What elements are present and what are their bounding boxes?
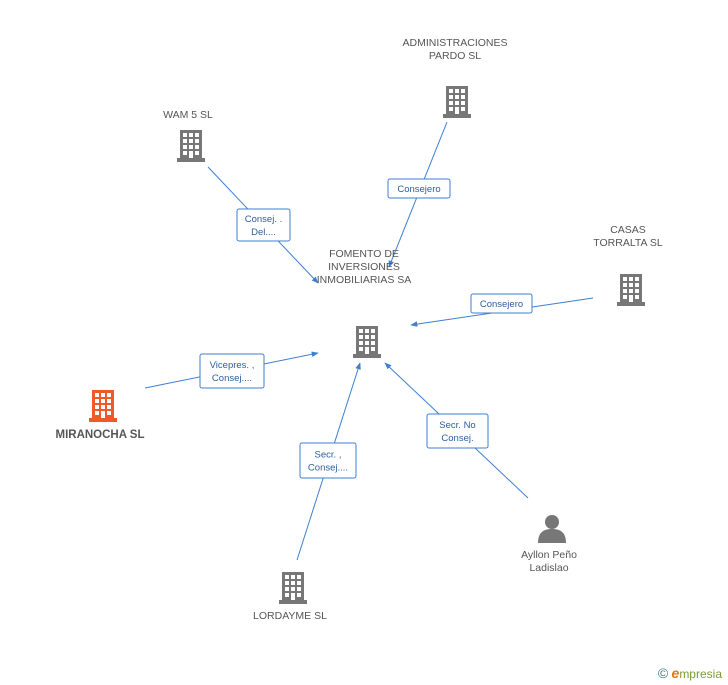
edge-administraciones-fomento: Consejero [387, 121, 451, 268]
edge-ayllon-fomento: Secr. No Consej. [384, 362, 529, 499]
edge-label-text: Secr. , [315, 450, 342, 461]
edge-label-text: Consej.... [212, 373, 252, 384]
edge-label-text: Consej. . [245, 214, 283, 225]
edge-label-box-miranocha-fomento[interactable] [199, 353, 265, 389]
edge-label-box-wam5-fomento[interactable] [236, 208, 291, 242]
edge-label-text: Consejero [480, 299, 523, 310]
brand-footer: © empresia [658, 665, 722, 681]
edge-casas-fomento: Consejero [410, 293, 594, 327]
node-label: MIRANOCHA SL [55, 429, 144, 441]
node-label: ADMINISTRACIONES [402, 37, 507, 49]
building-icon [353, 326, 381, 358]
brand-logo-initial: e [671, 665, 680, 681]
edge-label-box-ayllon-fomento[interactable] [426, 413, 489, 449]
building-icon [177, 130, 205, 162]
node-label: LORDAYME SL [253, 610, 327, 622]
edge-label-text: Del.... [251, 227, 276, 238]
node-lordayme[interactable]: LORDAYME SL [253, 572, 327, 622]
brand-logo-text: mpresia [679, 667, 722, 681]
node-label: FOMENTO DE [329, 248, 399, 260]
node-label: CASAS [610, 224, 646, 236]
edge-lordayme-fomento: Secr. , Consej.... [296, 362, 361, 561]
node-label: Ladislao [529, 562, 568, 574]
building-icon [443, 86, 471, 118]
edge-label-text: Secr. No [439, 420, 475, 431]
edge-label-text: Vicepres. , [210, 360, 255, 371]
edge-label-box-casas-fomento[interactable] [470, 293, 533, 314]
edge-label-box-administraciones-fomento[interactable] [387, 178, 451, 199]
edge-label-box-lordayme-fomento[interactable] [299, 442, 357, 479]
edge-label-text: Consejero [397, 184, 440, 195]
building-icon [89, 390, 117, 422]
node-label: INMOBILIARIAS SA [317, 274, 412, 286]
edge-wam5-fomento: Consej. . Del.... [207, 166, 319, 284]
edge-label-text: Consej.... [308, 463, 348, 474]
node-label: TORRALTA SL [593, 237, 663, 249]
node-miranocha[interactable]: MIRANOCHA SL [55, 390, 145, 441]
node-label: Ayllon Peño [521, 549, 577, 561]
building-icon [279, 572, 307, 604]
edge-label-text: Consej. [441, 433, 473, 444]
edge-miranocha-fomento: Vicepres. , Consej.... [144, 351, 319, 389]
person-icon [538, 515, 566, 543]
node-label: WAM 5 SL [163, 109, 213, 121]
node-label: INVERSIONES [328, 261, 400, 273]
copyright-symbol: © [657, 665, 669, 681]
node-wam5[interactable]: WAM 5 SL [163, 109, 213, 162]
node-label: PARDO SL [429, 50, 481, 62]
building-icon [617, 274, 645, 306]
